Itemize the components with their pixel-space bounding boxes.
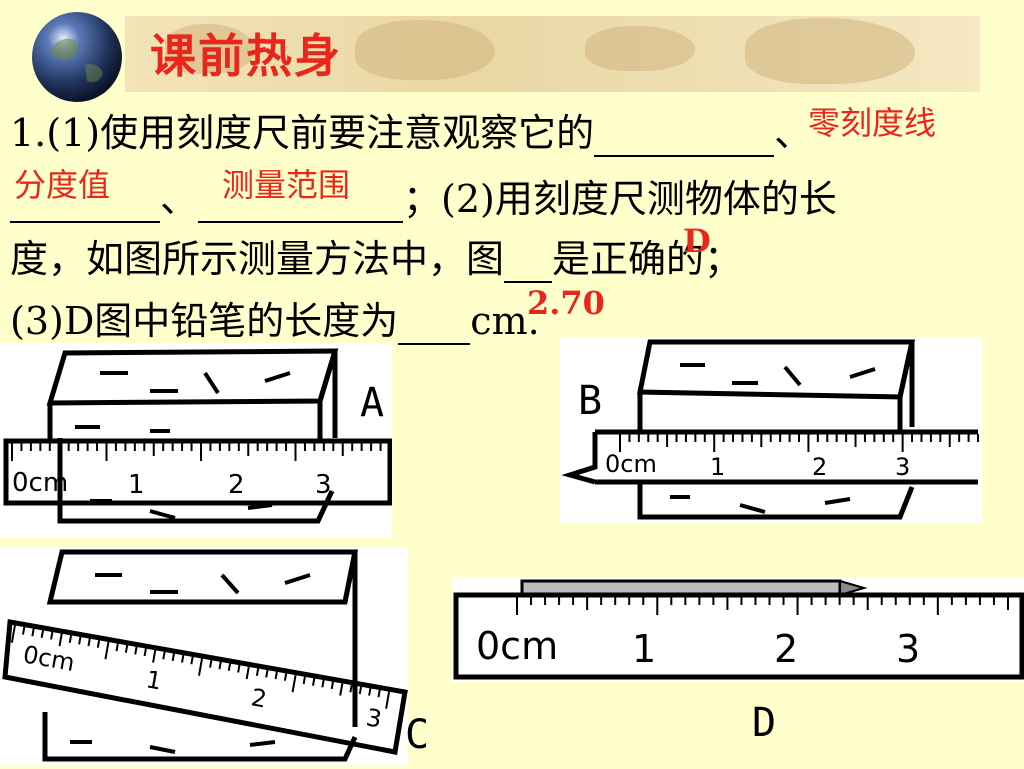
ruler-tick bbox=[339, 682, 344, 696]
figure-a-label: A bbox=[360, 380, 385, 426]
figure-c: 0cm 1 2 3 bbox=[0, 547, 408, 765]
fig-d-tick-2: 2 bbox=[774, 627, 798, 671]
ruler-tick bbox=[255, 667, 260, 676]
page-title: 课前热身 bbox=[150, 29, 342, 83]
fig-c-tick-2: 2 bbox=[249, 683, 269, 713]
fig-a-tick-2: 2 bbox=[228, 470, 245, 500]
blank-range bbox=[198, 181, 404, 223]
answer-zero-line: 零刻度线 bbox=[808, 104, 937, 142]
ruler-tick bbox=[227, 662, 232, 671]
ruler-tick bbox=[78, 636, 82, 645]
ruler-tick bbox=[171, 652, 176, 662]
ruler-tick bbox=[10, 624, 16, 643]
ruler-tick bbox=[218, 661, 222, 670]
fig-a-tick-1: 1 bbox=[128, 470, 145, 500]
question-line-2: 、；(2)用刻度尺测物体的长 bbox=[10, 168, 837, 223]
ruler-tick bbox=[134, 646, 138, 655]
ruler-tick bbox=[385, 690, 391, 709]
answer-length: 2.70 bbox=[527, 284, 605, 322]
figure-c-drawing: 0cm 1 2 3 bbox=[2, 549, 408, 762]
fig-a-tick-0: 0cm bbox=[12, 468, 68, 498]
ruler-tick bbox=[87, 638, 91, 647]
ruler-tick bbox=[312, 677, 316, 686]
ruler-tick bbox=[358, 685, 363, 695]
fig-b-tick-3: 3 bbox=[895, 453, 910, 481]
ruler-tick bbox=[124, 644, 129, 653]
ruler-tick bbox=[143, 647, 147, 657]
answer-correct-fig: D bbox=[683, 222, 711, 260]
ruler-tick bbox=[283, 672, 288, 681]
map-banner bbox=[125, 16, 980, 92]
ruler-tick bbox=[115, 642, 119, 652]
ruler-tick bbox=[198, 657, 204, 676]
ruler-tick bbox=[368, 687, 372, 696]
globe-icon bbox=[32, 12, 122, 102]
ruler-tick bbox=[209, 659, 213, 668]
fig-c-tick-3: 3 bbox=[364, 703, 384, 733]
ruler-tick bbox=[302, 675, 307, 685]
figure-d-drawing: 0cm 1 2 3 bbox=[453, 579, 1024, 680]
fig-a-tick-3: 3 bbox=[315, 470, 332, 500]
figure-a: 0cm 1 2 3 bbox=[0, 343, 393, 538]
ruler-tick bbox=[50, 631, 54, 640]
fig-b-tick-0: 0cm bbox=[605, 450, 657, 478]
ruler-tick bbox=[21, 626, 26, 635]
ruler-tick bbox=[40, 629, 45, 639]
figure-b-label: B bbox=[578, 378, 603, 424]
question-line-3: 度，如图所示测量方法中，图是正确的； bbox=[10, 237, 743, 283]
figure-b-drawing: 0cm 1 2 3 bbox=[561, 339, 979, 520]
fig-b-tick-2: 2 bbox=[812, 453, 827, 481]
blank-length bbox=[398, 303, 471, 345]
blank-division bbox=[10, 181, 160, 223]
ruler-tick bbox=[190, 656, 194, 665]
ruler-tick bbox=[274, 671, 278, 680]
ruler-tick bbox=[68, 634, 73, 643]
figure-a-drawing: 0cm 1 2 3 bbox=[3, 348, 393, 524]
ruler-tick bbox=[377, 689, 381, 698]
figure-c-label: C bbox=[405, 712, 430, 758]
ruler-tick bbox=[152, 649, 157, 663]
answer-range: 测量范围 bbox=[222, 166, 351, 204]
ruler-tick bbox=[265, 669, 269, 678]
fig-d-tick-0: 0cm bbox=[476, 624, 558, 668]
figure-d: 0cm 1 2 3 bbox=[452, 577, 1024, 682]
ruler-tick bbox=[181, 654, 185, 663]
figure-b: 0cm 1 2 3 bbox=[560, 337, 982, 523]
fig-d-tick-3: 3 bbox=[896, 627, 920, 671]
ruler-tick bbox=[291, 674, 297, 693]
fig-b-tick-1: 1 bbox=[710, 453, 725, 481]
answer-division: 分度值 bbox=[14, 166, 111, 204]
ruler-tick bbox=[58, 633, 63, 647]
ruler-tick bbox=[162, 651, 166, 660]
ruler-tick bbox=[245, 666, 250, 680]
blank-zero-line bbox=[594, 115, 775, 157]
fig-c-tick-1: 1 bbox=[144, 665, 164, 695]
ruler-tick bbox=[31, 628, 35, 637]
blank-correct-fig bbox=[504, 241, 553, 283]
fig-d-tick-1: 1 bbox=[632, 627, 656, 671]
question-line-1: 1.(1)使用刻度尺前要注意观察它的、 bbox=[10, 111, 813, 157]
ruler-tick bbox=[96, 639, 101, 648]
ruler-tick bbox=[330, 680, 335, 690]
figure-d-label: D bbox=[752, 700, 777, 746]
ruler-tick bbox=[321, 679, 325, 688]
ruler-tick bbox=[104, 641, 110, 660]
ruler-tick bbox=[237, 664, 241, 673]
fig-c-tick-0: 0cm bbox=[21, 640, 77, 677]
ruler-tick bbox=[349, 684, 353, 693]
